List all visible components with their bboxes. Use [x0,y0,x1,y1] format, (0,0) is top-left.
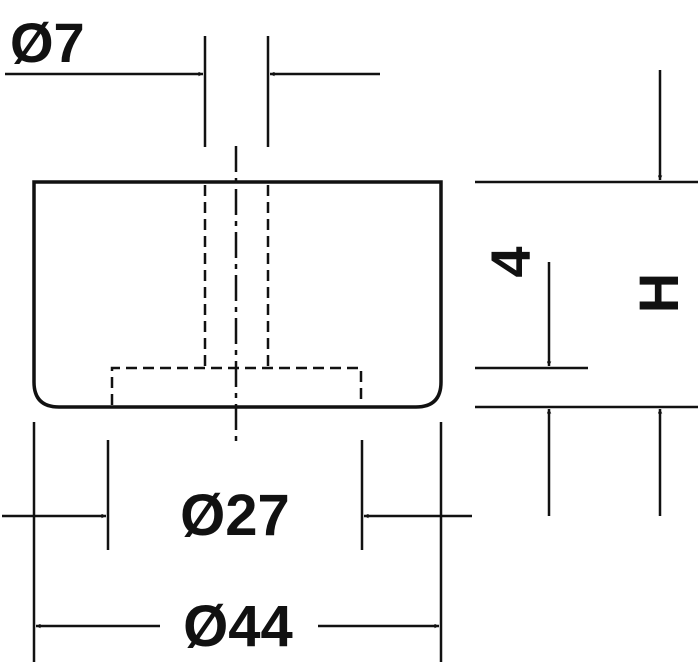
inner-diameter-label: Ø27 [180,483,290,548]
pin-diameter-dimension [5,36,380,147]
outer-diameter-label: Ø44 [183,594,293,659]
recess-depth-label: 4 [479,246,542,277]
part-body [32,180,443,409]
pin-diameter-label: Ø7 [10,11,85,74]
height-reference-lines [475,180,698,409]
body-outline [32,180,443,409]
inner-diameter-dimension [2,440,472,550]
height-label: H [627,273,690,313]
outer-diameter-dimension [32,422,443,662]
